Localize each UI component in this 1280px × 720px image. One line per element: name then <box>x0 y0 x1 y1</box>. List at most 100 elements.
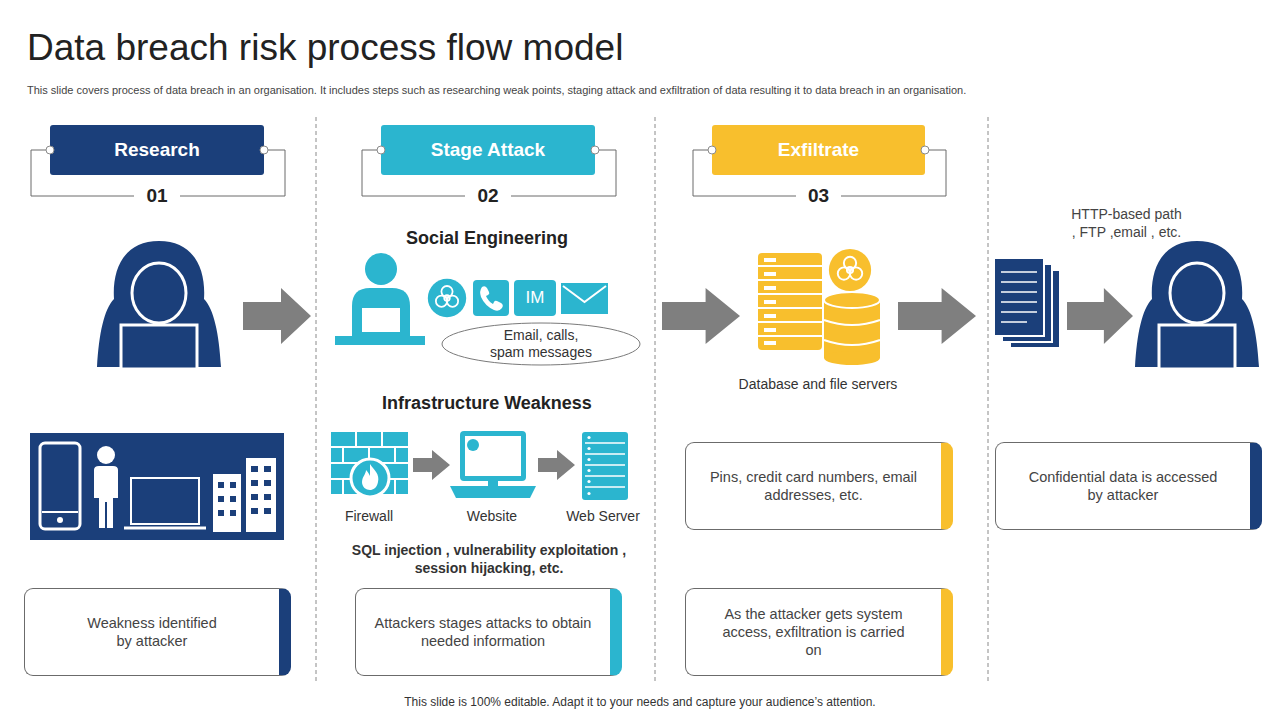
social-engineering-illustration <box>473 280 509 316</box>
section-heading: Infrastructure Weakness <box>337 392 637 414</box>
database-illustration <box>758 253 822 350</box>
info-box: Pins, credit card numbers, email address… <box>685 442 953 530</box>
social-engineering-illustration <box>563 286 606 302</box>
database-illustration <box>764 258 776 345</box>
research-illustration <box>218 496 224 502</box>
flow-arrow <box>1067 288 1133 344</box>
icon-label: Firewall <box>319 508 419 525</box>
node-text: Weakness identified by attacker <box>85 614 220 650</box>
database-illustration <box>764 341 776 345</box>
infrastructure-illustration <box>585 442 625 444</box>
infrastructure-illustration <box>362 464 378 490</box>
step-title: Research <box>114 138 200 162</box>
step-number: 03 <box>796 184 841 208</box>
column-separator <box>655 117 656 683</box>
documents-illustration <box>1001 281 1037 283</box>
research-illustration <box>218 482 224 488</box>
research-illustration <box>30 433 284 540</box>
database-illustration <box>764 272 776 276</box>
flow-arrow <box>662 288 740 344</box>
social-engineering-illustration <box>514 280 556 316</box>
infrastructure-illustration <box>351 459 389 497</box>
infrastructure-illustration <box>467 439 479 451</box>
infrastructure-illustration <box>396 448 408 462</box>
database-illustration <box>758 293 822 295</box>
infrastructure-illustration <box>460 431 526 481</box>
infrastructure-illustration <box>331 448 342 462</box>
infrastructure-illustration <box>587 492 590 495</box>
node-text: Confidential data is accessed by attacke… <box>1027 468 1219 504</box>
info-box: Weakness identified by attacker <box>24 588 291 676</box>
database-illustration <box>758 335 822 337</box>
social-engineering-illustration <box>335 336 425 345</box>
infrastructure-illustration <box>582 432 628 500</box>
step-title: Exfiltrate <box>778 138 859 162</box>
step-number: 02 <box>465 184 510 208</box>
research-illustration <box>251 508 258 514</box>
column-separator <box>316 117 988 683</box>
database-illustration <box>824 292 880 308</box>
bracket-joints <box>46 146 929 154</box>
research-illustration <box>42 511 78 513</box>
step-header: Research01 <box>50 125 264 175</box>
step-header: Exfiltrate03 <box>712 125 925 175</box>
documents-illustration <box>1001 291 1037 293</box>
infrastructure-illustration <box>465 436 521 476</box>
database-illustration <box>758 307 822 309</box>
infrastructure-illustration <box>357 432 381 446</box>
documents-illustration <box>1001 272 1037 322</box>
attack-methods: SQL injection , vulnerability exploitati… <box>339 541 639 577</box>
research-illustration <box>230 482 236 488</box>
research-illustration <box>57 517 63 523</box>
bracket-joints <box>708 146 716 154</box>
bracket-joints <box>46 146 54 154</box>
flow-arrow <box>243 288 311 344</box>
database-illustration <box>758 266 822 336</box>
infrastructure-illustration <box>450 486 536 498</box>
database-illustration <box>764 258 776 262</box>
research-illustration <box>246 458 276 532</box>
research-illustration <box>218 466 271 516</box>
documents-illustration <box>1001 311 1037 313</box>
database-illustration <box>824 320 880 345</box>
infrastructure-illustration <box>585 475 625 477</box>
database-illustration <box>764 314 776 318</box>
research-illustration <box>264 508 271 514</box>
node-text: Attackers stages attacks to obtain neede… <box>373 614 593 650</box>
social-engineering-illustration <box>561 283 608 314</box>
research-illustration <box>94 466 118 528</box>
slide-title: Data breach risk process flow model <box>27 26 1027 70</box>
database-illustration <box>764 300 776 304</box>
research-illustration <box>230 496 236 502</box>
database-illustration <box>829 249 871 291</box>
bracket-joints <box>921 146 929 154</box>
infrastructure-illustration <box>331 480 342 494</box>
research-illustration <box>251 480 258 486</box>
infrastructure-illustration <box>383 432 408 446</box>
infrastructure-illustration <box>587 447 590 450</box>
bracket-joints <box>377 146 385 154</box>
info-box: As the attacker gets system access, exfi… <box>685 588 953 676</box>
infrastructure-illustration <box>587 480 590 483</box>
database-illustration <box>824 351 880 365</box>
node-text: Pins, credit card numbers, email address… <box>706 468 921 504</box>
social-engineering-illustration <box>352 288 410 336</box>
documents-illustration <box>994 258 1044 336</box>
research-illustration <box>251 494 258 500</box>
infrastructure-illustration <box>585 486 625 488</box>
research-illustration <box>40 443 80 529</box>
infrastructure-illustration <box>331 432 355 446</box>
column-separator <box>316 117 317 683</box>
infrastructure-illustration <box>587 458 590 461</box>
infrastructure-illustration <box>585 453 625 455</box>
hacker-icon <box>97 241 221 369</box>
social-engineering-illustration <box>428 279 466 317</box>
infrastructure-illustration <box>587 436 590 495</box>
info-box: Confidential data is accessed by attacke… <box>995 442 1262 530</box>
research-illustration <box>213 474 241 532</box>
research-illustration <box>251 466 258 472</box>
documents-illustration <box>994 258 1060 348</box>
research-illustration <box>124 527 206 530</box>
step-number: 01 <box>134 184 179 208</box>
